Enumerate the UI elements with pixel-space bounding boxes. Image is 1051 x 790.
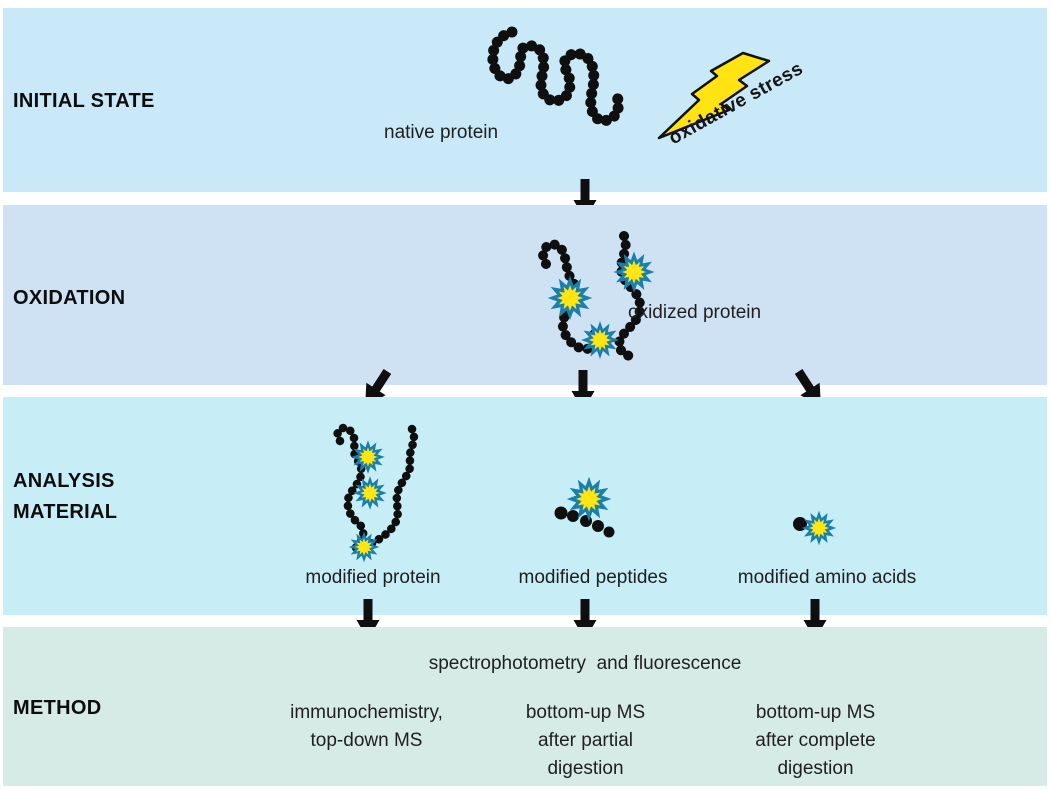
starburst-icon [804,513,834,543]
modified-peptides-label: modified peptides [518,567,668,588]
band-label-analysis-material: ANALYSIS MATERIAL [13,470,118,523]
oxidized-protein-label: oxidized protein [628,302,762,323]
oxidized-protein-icon [538,231,652,361]
modified-peptides-icon [554,479,615,538]
band-label-method: METHOD [13,697,102,719]
method-column-protein: immunochemistry, top-down MS [290,702,443,751]
method-column-peptides: bottom-up MS after partial digestion [525,702,646,779]
modified-amino-acids-label: modified amino acids [737,567,917,588]
native-protein-icon [487,26,624,127]
native-protein-label: native protein [384,122,499,143]
modified-protein-label: modified protein [305,567,441,588]
band-analysis-material [3,397,1047,615]
bead-chain [333,423,368,554]
starburst-icon [350,533,378,561]
bolt-shape [657,51,771,140]
band-initial-state [3,8,1047,192]
method-shared-label: spectrophotometry and fluorescence [428,653,742,674]
modified-amino-acids-icon [793,513,834,543]
band-label-initial-state: INITIAL STATE [13,90,155,112]
modified-protein-icon [333,423,419,561]
bead-chain [554,506,615,538]
bead [793,517,807,531]
bead-chain [361,424,419,552]
band-method [3,627,1047,786]
band-label-oxidation: OXIDATION [13,287,126,309]
starburst-icon [550,278,590,318]
method-column-amino-acids: bottom-up MS after complete digestion [755,702,876,779]
bead-chain [487,26,624,127]
band-oxidation [3,205,1047,385]
lightning-bolt-icon [657,51,771,140]
bead-chain [614,231,646,361]
